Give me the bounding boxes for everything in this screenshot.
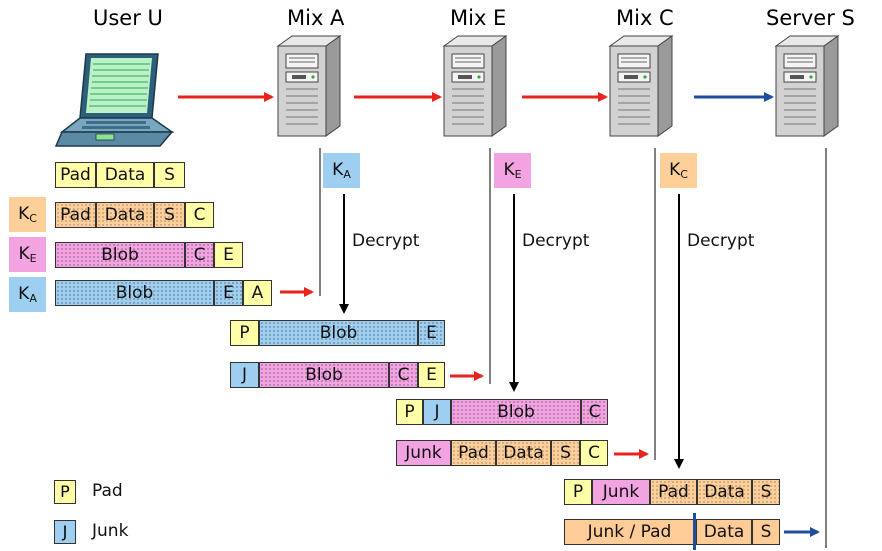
cell-data: Data (697, 479, 752, 505)
mix-c-server-icon (609, 35, 673, 137)
cell-e: E (214, 280, 243, 306)
mix-e-server-icon (443, 35, 507, 137)
cell-blob: Blob (451, 399, 581, 425)
cell-e: E (214, 242, 243, 268)
cell-c: C (389, 362, 418, 388)
cell-data: Data (696, 519, 752, 545)
cell-junk-pad: Junk / Pad (564, 519, 695, 545)
payload-boundary-marker (693, 513, 696, 550)
cell-pad: Pad (451, 440, 496, 466)
server-label: Server S (766, 6, 855, 30)
cell-pad: Pad (55, 162, 96, 188)
mix-c-key: KC (660, 153, 697, 188)
laptop-icon (54, 53, 175, 147)
cell-p: P (564, 479, 592, 505)
mix-a-key: KA (323, 153, 360, 188)
cell-blob: Blob (55, 280, 214, 306)
legend-p-swatch: P (54, 480, 76, 504)
decrypt-label-a: Decrypt (352, 231, 420, 251)
cell-data: Data (496, 440, 551, 466)
decrypt-label-c: Decrypt (687, 231, 755, 251)
cell-data: Data (96, 202, 154, 228)
cell-p: P (230, 320, 259, 346)
cell-s: S (752, 519, 780, 545)
cell-s: S (752, 479, 780, 505)
cell-a: A (243, 280, 272, 306)
server-s-icon (775, 35, 839, 137)
mix-c-label: Mix C (616, 6, 674, 30)
cell-blob: Blob (55, 242, 185, 268)
cell-j: J (230, 362, 259, 388)
legend-j-label: Junk (92, 521, 129, 541)
cell-junk: Junk (592, 479, 650, 505)
cell-c: C (185, 242, 214, 268)
cell-j: J (423, 399, 451, 425)
cell-s: S (154, 202, 185, 228)
cell-e: E (418, 320, 445, 346)
legend-p-label: Pad (92, 481, 123, 501)
cell-junk: Junk (396, 440, 451, 466)
cell-pad: Pad (55, 202, 96, 228)
mix-e-key: KE (494, 153, 531, 188)
cell-e: E (418, 362, 445, 388)
user-key-a: KA (9, 277, 46, 312)
cell-s: S (154, 162, 185, 188)
user-key-c: KC (9, 197, 46, 232)
cell-c: C (581, 399, 608, 425)
mix-e-label: Mix E (450, 6, 507, 30)
cell-c: C (185, 202, 214, 228)
cell-s: S (551, 440, 580, 466)
user-key-e: KE (9, 237, 46, 272)
cell-p: P (396, 399, 423, 425)
cell-data: Data (96, 162, 154, 188)
cell-blob: Blob (259, 362, 389, 388)
cell-pad: Pad (650, 479, 697, 505)
legend-j-swatch: J (54, 520, 76, 544)
cell-blob: Blob (259, 320, 418, 346)
mix-a-label: Mix A (287, 6, 345, 30)
mix-a-server-icon (277, 35, 341, 137)
cell-c: C (580, 440, 608, 466)
user-label: User U (93, 6, 163, 30)
decrypt-label-e: Decrypt (522, 231, 590, 251)
